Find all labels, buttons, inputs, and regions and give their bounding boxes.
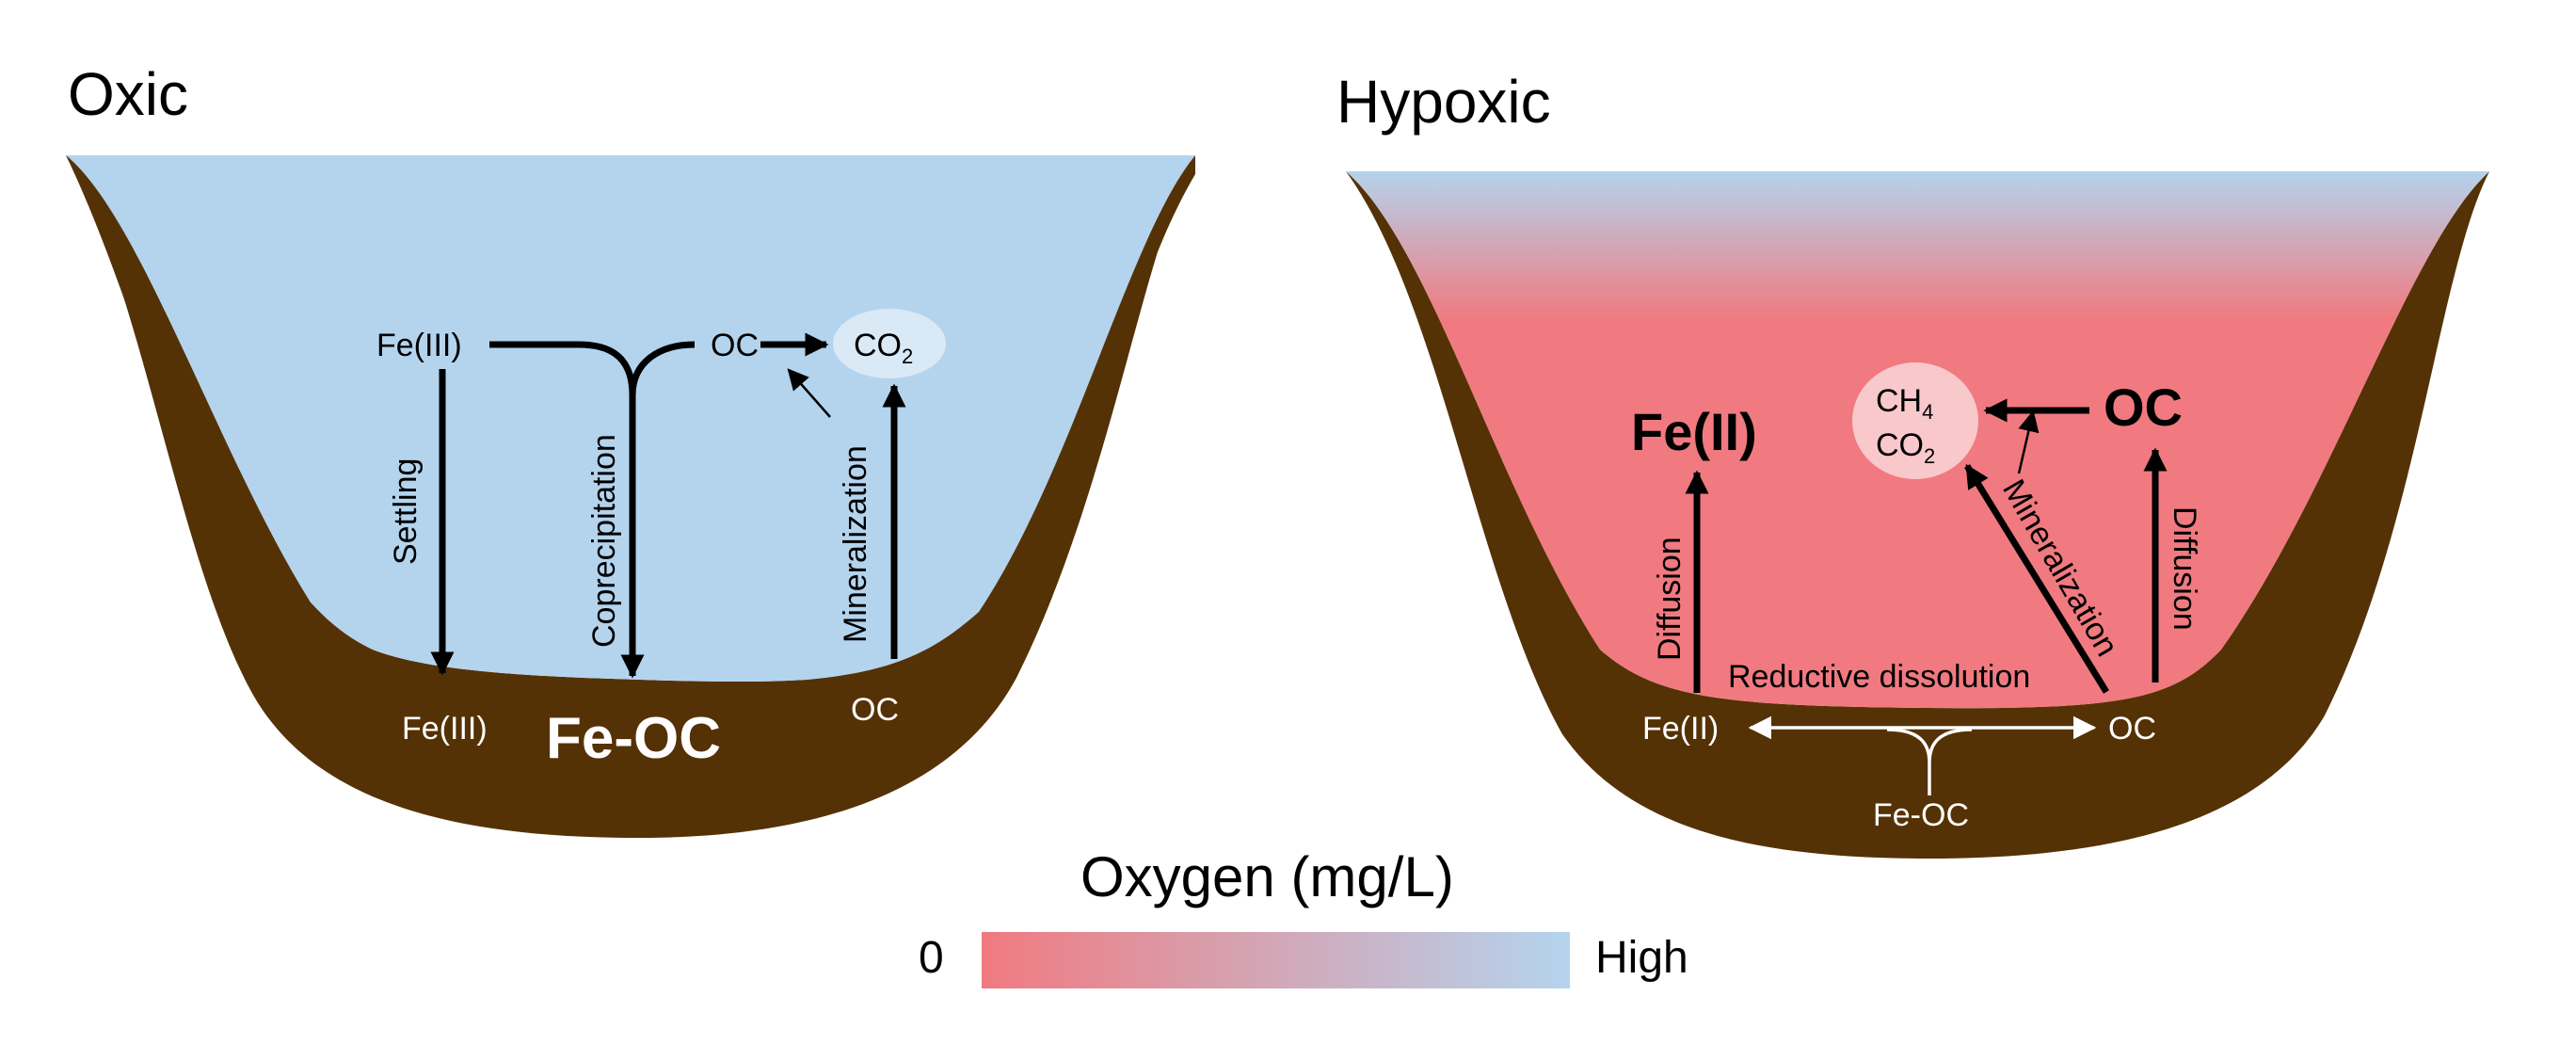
- diffusion-right-label: Diffusion: [2167, 506, 2202, 631]
- hypoxic-title: Hypoxic: [1336, 68, 1551, 136]
- oxic-sediment-bowl: [66, 155, 1195, 838]
- hypoxic-oc-sediment-label: OC: [2108, 711, 2156, 747]
- oxygen-legend: Oxygen (mg/L) 0 High: [919, 845, 1688, 988]
- hypoxic-co2-label: CO2: [1876, 427, 1935, 468]
- oxic-oc-sediment-label: OC: [851, 692, 899, 728]
- hypoxic-ch4-label: CH4: [1876, 383, 1933, 424]
- oxic-title: Oxic: [68, 60, 188, 128]
- oxic-panel: Oxic Fe(III) OC CO2 Settling Coprecipita…: [66, 60, 1195, 838]
- hypoxic-oc-water-label: OC: [2104, 377, 2183, 437]
- diffusion-left-label: Diffusion: [1652, 537, 1688, 661]
- coprecipitation-label: Coprecipitation: [586, 434, 622, 648]
- legend-low-label: 0: [919, 933, 944, 983]
- oxic-co2-bubble: [833, 309, 946, 378]
- hypoxic-sediment-bowl: [1346, 171, 2489, 859]
- reductive-dissolution-label: Reductive dissolution: [1728, 659, 2030, 695]
- hypoxic-gas-bubble: [1852, 362, 1978, 479]
- oxic-feoc-sediment-label: Fe-OC: [546, 706, 721, 771]
- hypoxic-mineralization-arrow: [1964, 463, 2109, 694]
- legend-high-label: High: [1595, 933, 1688, 983]
- oxic-fe3-sediment-label: Fe(III): [402, 711, 488, 747]
- oxic-oc-water-label: OC: [711, 328, 759, 363]
- settling-label: Settling: [388, 458, 424, 565]
- legend-gradient-bar: [982, 932, 1570, 988]
- oxic-co2-label: CO2: [854, 328, 913, 368]
- oxic-fe3-water-label: Fe(III): [376, 328, 462, 363]
- hypoxic-panel: Hypoxic Fe(II) OC CH4 CO2 Diffusion Mine…: [1336, 68, 2489, 859]
- coprecipitation-right-arm: [629, 341, 696, 396]
- thin-arrow-to-gas: [2017, 410, 2040, 474]
- oxic-mineralization-label: Mineralization: [838, 445, 873, 643]
- hypoxic-feoc-sediment-label: Fe-OC: [1873, 797, 1969, 833]
- feoc-bracket: [1886, 728, 1973, 795]
- hypoxic-fe2-water-label: Fe(II): [1631, 402, 1757, 461]
- legend-title: Oxygen (mg/L): [1080, 845, 1454, 908]
- thin-arrow-to-oc: [787, 368, 831, 418]
- hypoxic-fe2-sediment-label: Fe(II): [1642, 711, 1719, 747]
